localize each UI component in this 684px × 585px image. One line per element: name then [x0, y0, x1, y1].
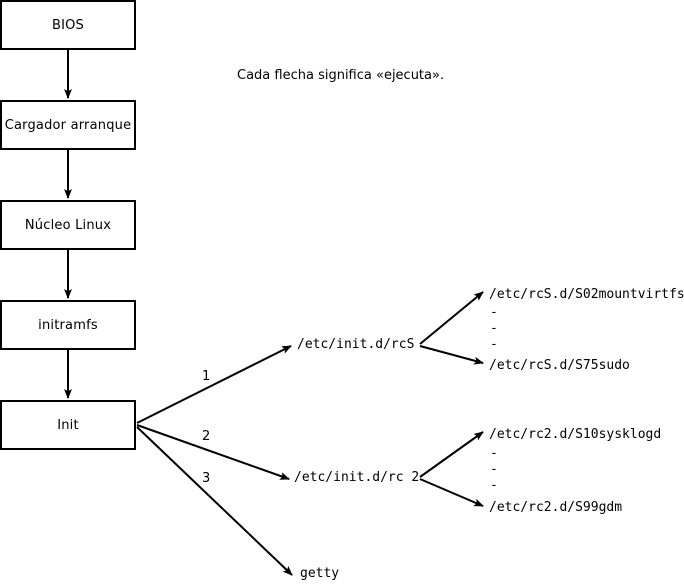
branch-arrow-1-init-to-rcs: [136, 345, 292, 424]
branch-number-2: 2: [202, 429, 211, 444]
script-label-rc2-first: /etc/rc2.d/S10sysklogd: [489, 427, 662, 442]
target-label-rc2: /etc/init.d/rc 2: [294, 470, 420, 485]
node-label-bootloader: Cargador arranque: [4, 117, 132, 133]
ellipsis-mark-rcs-2: -: [490, 321, 498, 336]
node-label-kernel: Núcleo Linux: [24, 217, 112, 233]
ellipsis-mark-rc2-2: -: [490, 462, 498, 477]
script-label-rc2-last: /etc/rc2.d/S99gdm: [489, 500, 623, 515]
ellipsis-mark-rc2-3: -: [490, 478, 498, 493]
ellipsis-mark-rc2-1: -: [490, 446, 498, 461]
branch-arrow-rc2-to-last-script: [419, 478, 484, 507]
script-label-rcs-last: /etc/rcS.d/S75sudo: [489, 358, 630, 373]
branch-number-1: 1: [202, 369, 211, 384]
node-box-bootloader: Cargador arranque: [0, 100, 136, 150]
node-box-kernel: Núcleo Linux: [0, 200, 136, 250]
node-box-init: Init: [0, 400, 136, 450]
ellipsis-mark-rcs-3: -: [490, 337, 498, 352]
ellipsis-mark-rcs-1: -: [490, 305, 498, 320]
branch-arrow-rcs-to-first-script: [419, 291, 484, 345]
script-label-rcs-first: /etc/rcS.d/S02mountvirtfs: [489, 287, 684, 302]
node-label-bios: BIOS: [51, 17, 85, 33]
branch-arrow-rc2-to-first-script: [419, 431, 484, 478]
branch-number-3: 3: [202, 471, 211, 486]
node-label-initramfs: initramfs: [38, 317, 98, 333]
target-label-rcs: /etc/init.d/rcS: [297, 337, 415, 352]
branch-arrow-2-init-to-rc2: [136, 424, 290, 480]
node-box-initramfs: initramfs: [0, 300, 136, 350]
node-label-init: Init: [57, 417, 79, 433]
diagram-caption: Cada flecha significa «ejecuta».: [237, 68, 445, 83]
branch-arrow-rcs-to-last-script: [419, 345, 484, 365]
node-box-bios: BIOS: [0, 0, 136, 50]
target-label-getty: getty: [300, 566, 340, 581]
branch-arrow-3-init-to-getty: [136, 426, 293, 576]
